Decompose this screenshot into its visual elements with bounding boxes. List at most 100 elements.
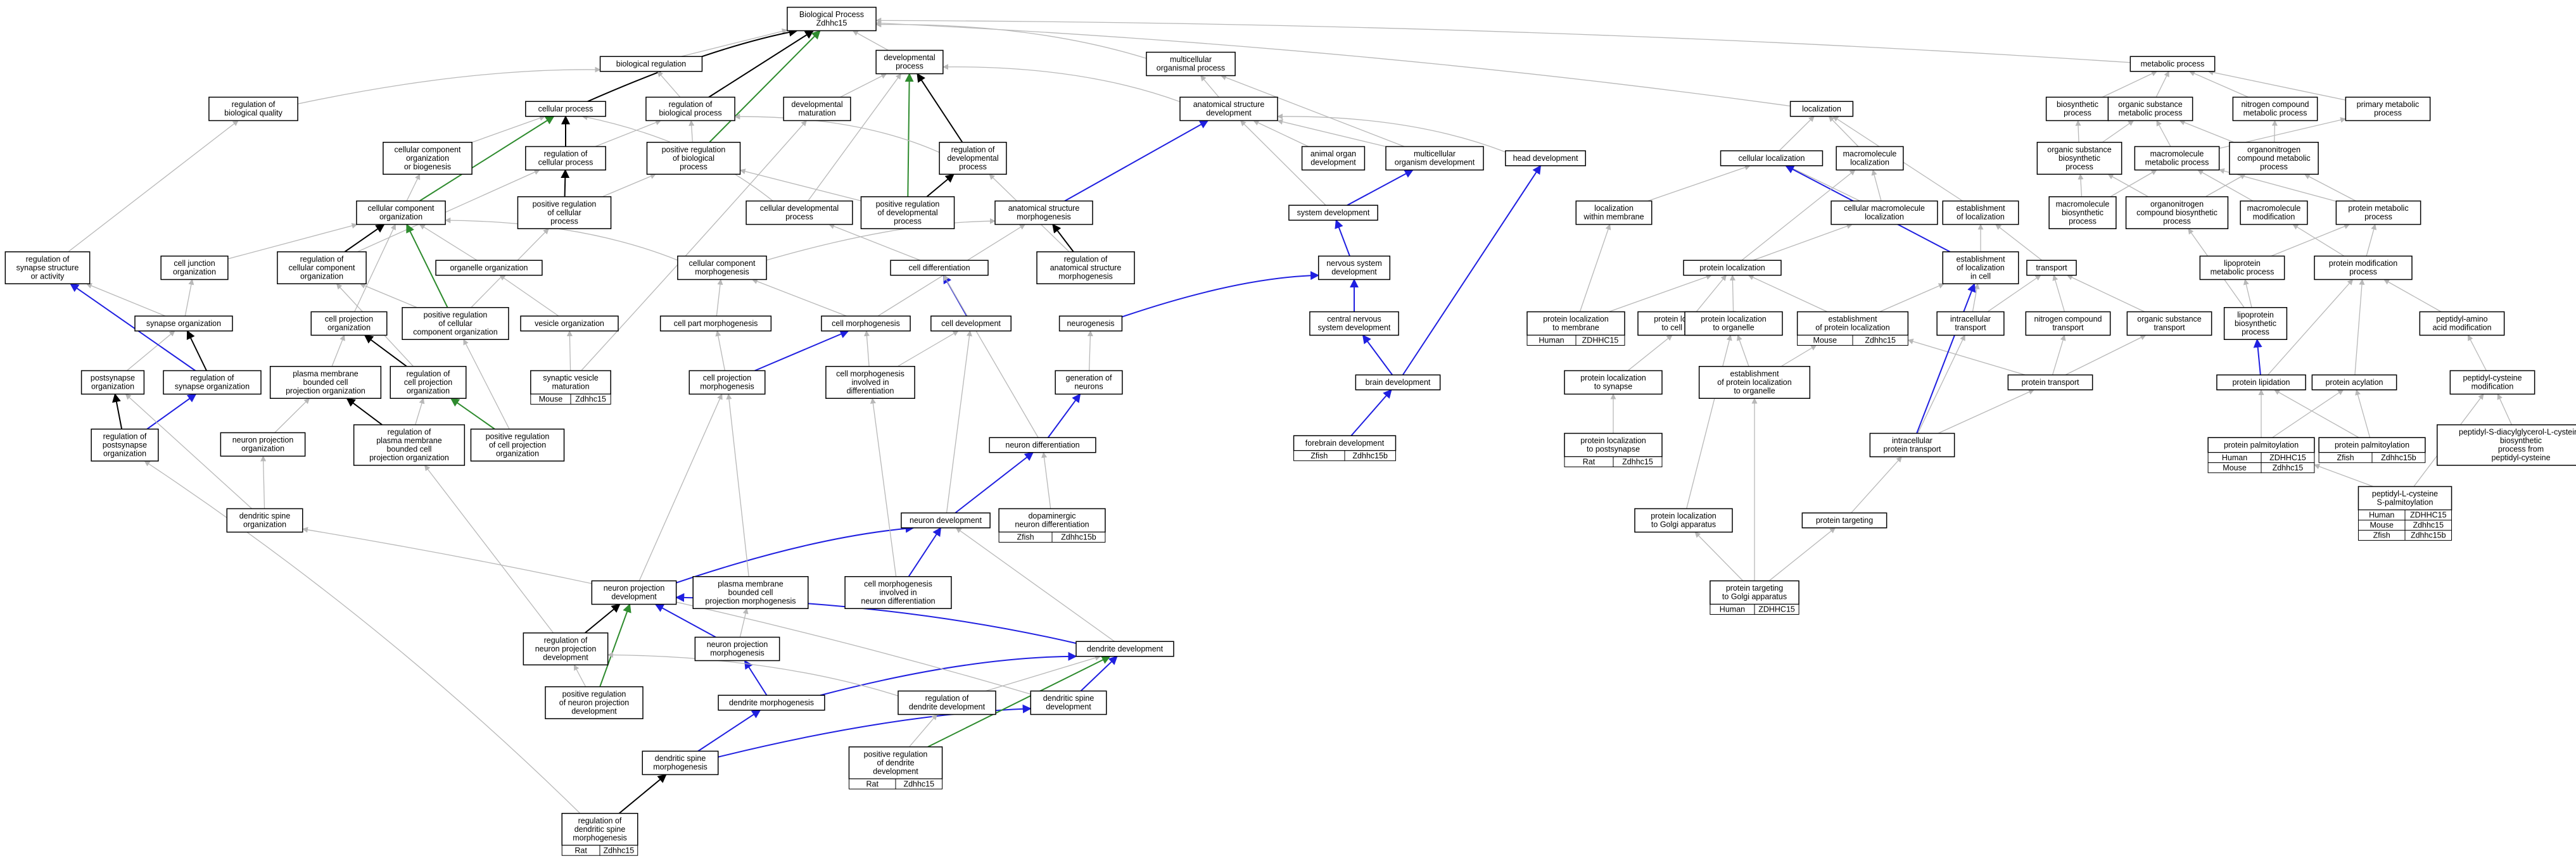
go-term-node-synorg[interactable]: synapse organization [134,315,233,332]
go-term-node-celldiff[interactable]: cell differentiation [890,260,989,276]
go-term-node-prottr[interactable]: protein transport [2007,374,2093,391]
go-term-node-protloc[interactable]: protein localization [1683,260,1782,276]
go-term-node-neurogen[interactable]: neurogenesis [1058,315,1123,332]
go-term-node-loc[interactable]: localization [1789,101,1854,117]
go-term-node-cellproc[interactable]: cellular process [525,101,606,117]
go-term-node-braindev[interactable]: brain development [1355,374,1441,391]
go-term-node-cpmorph[interactable]: cell part morphogenesis [659,315,772,332]
go-term-node-prottarg[interactable]: protein targeting [1801,512,1888,529]
go-term-node-transport[interactable]: transport [2026,260,2077,276]
go-term-node-breg[interactable]: biological regulation [599,56,703,72]
go-term-node-celldevn[interactable]: cell development [930,315,1012,332]
go-term-node-neurondev[interactable]: neuron development [901,512,991,529]
go-term-node-neurdiff[interactable]: neuron differentiation [989,437,1096,453]
go-term-node-metab[interactable]: metabolic process [2129,56,2216,72]
go-term-node-sysdev[interactable]: system development [1288,204,1378,221]
go-term-node-vesorg[interactable]: vesicle organization [520,315,619,332]
go-term-node-pepcys3[interactable]: peptidyl-S-diacylglycerol-L-cysteinebios… [2437,424,2576,466]
go-term-node-dendev[interactable]: dendrite development [1075,641,1174,657]
go-term-node-protlip[interactable]: protein lipidation [2216,374,2306,391]
go-term-node-headdev[interactable]: head development [1505,150,1586,167]
go-term-node-denmorph[interactable]: dendrite morphogenesis [718,694,825,711]
go-term-node-cellloc[interactable]: cellular localization [1720,150,1824,167]
go-term-node-protacyl[interactable]: protein acylation [2311,374,2397,391]
go-term-node-orgorg[interactable]: organelle organization [435,260,543,276]
